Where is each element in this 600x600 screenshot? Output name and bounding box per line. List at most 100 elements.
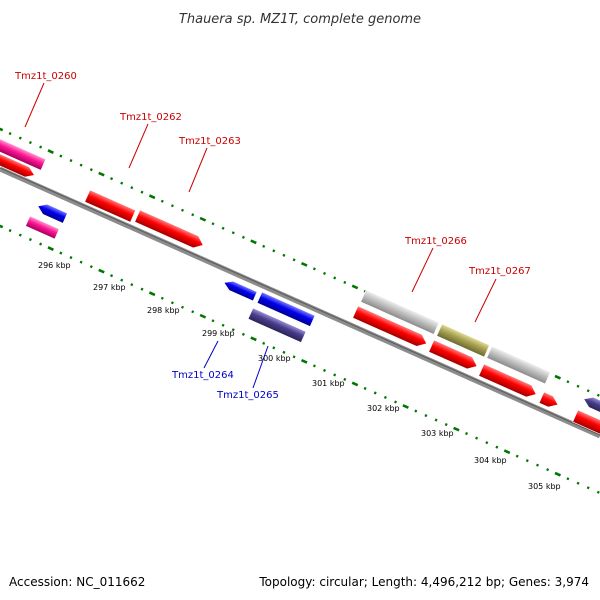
tick-labels: 296 kbp 297 kbp 298 kbp 299 kbp 300 kbp …	[38, 261, 561, 491]
minor-tick	[383, 395, 387, 399]
gene-shape	[0, 129, 47, 171]
minor-tick	[333, 276, 337, 280]
minor-tick	[130, 186, 134, 190]
major-tick	[98, 171, 105, 177]
minor-tick	[282, 253, 286, 257]
gene-forward[interactable]	[478, 363, 539, 400]
gene-reverse[interactable]	[222, 278, 258, 302]
major-tick	[148, 194, 156, 200]
minor-tick	[221, 323, 225, 327]
minor-tick	[59, 251, 63, 255]
gene-tmz1t-0266[interactable]	[360, 289, 440, 335]
gene-tmz1t-0263[interactable]	[134, 209, 206, 251]
minor-tick	[231, 231, 235, 235]
minor-tick	[39, 242, 43, 246]
gene-tmz1t-0265[interactable]	[247, 307, 307, 343]
minor-tick	[79, 260, 83, 264]
minor-tick	[434, 418, 438, 422]
minor-tick	[414, 409, 418, 413]
minor-tick	[191, 310, 195, 314]
major-tick	[148, 291, 156, 297]
gene-reverse[interactable]	[25, 215, 60, 240]
minor-tick	[130, 283, 134, 287]
major-tick	[402, 404, 409, 409]
gene-forward[interactable]	[436, 323, 490, 358]
minor-tick	[181, 208, 184, 212]
gene-shape	[25, 215, 60, 240]
tick-label: 304 kbp	[474, 456, 507, 465]
gene-label-tmz1t-0263[interactable]: Tmz1t_0263	[178, 136, 241, 147]
minor-tick	[323, 368, 326, 372]
tick-label: 300 kbp	[258, 354, 291, 363]
gene-shape	[223, 280, 258, 302]
major-tick	[453, 426, 460, 432]
minor-tick	[566, 380, 570, 384]
minor-tick	[28, 141, 32, 145]
gene-forward[interactable]	[0, 144, 37, 180]
gene-tmz1t-0267[interactable]	[486, 345, 551, 385]
gene-forward[interactable]	[538, 391, 560, 410]
callout-line	[203, 340, 219, 369]
gene-shape	[486, 345, 551, 385]
minor-tick	[444, 423, 448, 427]
major-tick	[47, 149, 54, 154]
gene-forward[interactable]	[352, 305, 430, 350]
gene-shape	[352, 305, 428, 347]
gene-forward[interactable]	[572, 409, 600, 438]
minor-tick	[394, 400, 397, 404]
tick-label: 302 kbp	[367, 404, 400, 413]
gene-shape	[37, 203, 68, 224]
gene-shape	[247, 307, 307, 343]
gene-shape	[436, 323, 490, 358]
minor-tick	[586, 486, 590, 490]
major-tick	[199, 313, 207, 319]
genome-summary-text: Topology: circular; Length: 4,496,212 bp…	[259, 575, 589, 589]
major-tick	[0, 224, 4, 229]
major-tick	[250, 239, 257, 245]
major-tick	[250, 336, 257, 342]
major-tick	[554, 471, 562, 477]
minor-tick	[241, 332, 245, 336]
minor-tick	[333, 373, 337, 377]
minor-tick	[596, 393, 600, 397]
tick-label: 305 kbp	[528, 482, 561, 491]
gene-shape	[428, 339, 478, 370]
minor-tick	[343, 280, 347, 284]
minor-tick	[485, 441, 489, 445]
gene-label-tmz1t-0260[interactable]: Tmz1t_0260	[14, 71, 77, 82]
gene-label-tmz1t-0267[interactable]: Tmz1t_0267	[468, 266, 531, 277]
gene-reverse[interactable]	[582, 394, 600, 417]
minor-tick	[312, 267, 316, 271]
gene-tmz1t-0262[interactable]	[84, 189, 137, 223]
callout-line	[128, 123, 149, 169]
minor-tick	[8, 132, 12, 136]
gene-reverse[interactable]	[36, 201, 68, 224]
minor-tick	[140, 287, 144, 291]
callout-lines	[24, 82, 497, 389]
callout-line	[474, 278, 497, 323]
gene-track	[0, 129, 600, 438]
minor-tick	[39, 145, 43, 149]
gene-label-tmz1t-0265[interactable]: Tmz1t_0265	[216, 390, 279, 401]
minor-tick	[211, 319, 215, 323]
minor-tick	[170, 204, 174, 208]
major-tick	[199, 216, 207, 222]
minor-tick	[18, 136, 22, 140]
gene-shape	[583, 396, 600, 417]
minor-tick	[241, 235, 245, 239]
minor-tick	[110, 274, 114, 278]
gene-label-tmz1t-0262[interactable]: Tmz1t_0262	[119, 112, 182, 123]
minor-tick	[596, 490, 600, 494]
gene-label-tmz1t-0266[interactable]: Tmz1t_0266	[404, 236, 467, 247]
gene-shape	[0, 144, 35, 178]
major-tick	[554, 374, 562, 380]
gene-tmz1t-0260[interactable]	[0, 129, 47, 171]
callout-line	[252, 345, 269, 389]
gene-forward[interactable]	[428, 339, 480, 372]
gene-tmz1t-0264[interactable]	[256, 291, 316, 327]
gene-label-tmz1t-0264[interactable]: Tmz1t_0264	[171, 370, 234, 381]
minor-tick	[89, 265, 93, 269]
accession-text: Accession: NC_011662	[9, 575, 146, 589]
minor-tick	[424, 414, 428, 418]
